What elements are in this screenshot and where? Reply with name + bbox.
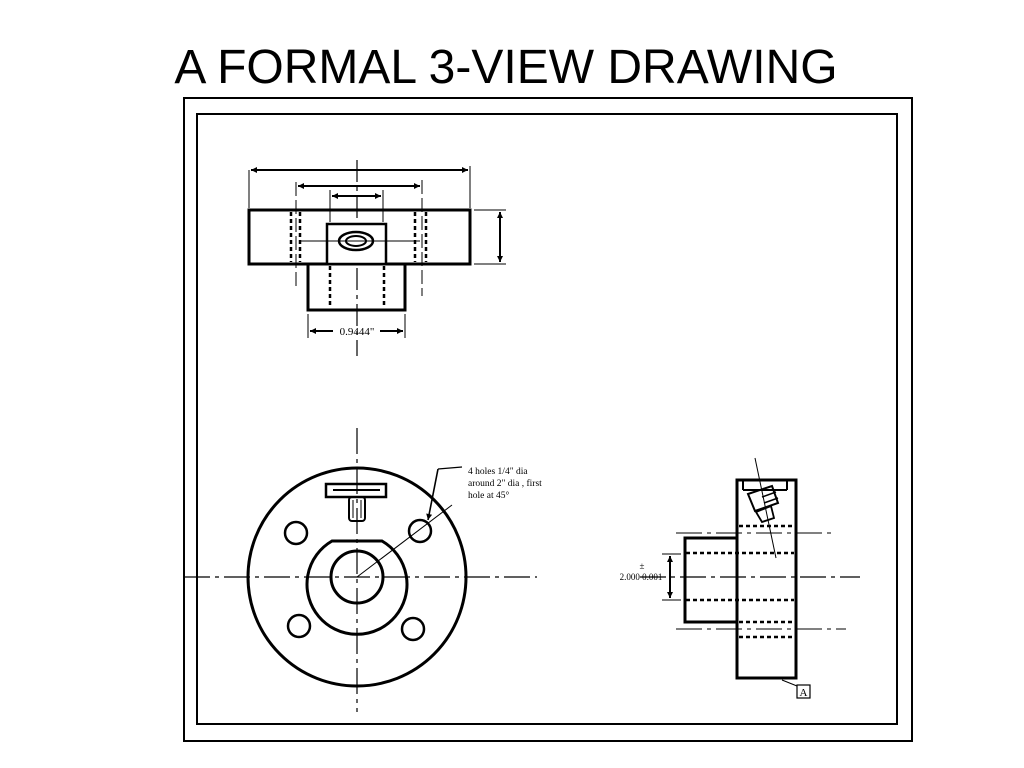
bolt-hole-top-right bbox=[407, 518, 433, 544]
hole-note-arrow bbox=[437, 466, 463, 470]
hole-note-leader bbox=[356, 504, 453, 578]
side-view: ± 2.000 0.001 A bbox=[620, 457, 860, 699]
slide-title: A FORMAL 3-VIEW DRAWING bbox=[174, 41, 838, 94]
hole-note-line-1: 4 holes 1/4" dia bbox=[468, 467, 528, 477]
top-view: 0.9444" bbox=[247, 160, 506, 356]
dim-bore-diameter-label: 2.000 0.001 bbox=[620, 572, 663, 582]
front-view-flange-circle bbox=[246, 466, 468, 688]
side-view-flange bbox=[735, 478, 798, 680]
bolt-hole-top-left bbox=[283, 520, 309, 546]
tolerance-symbol: ± bbox=[640, 561, 645, 571]
top-view-hub bbox=[306, 264, 407, 312]
front-view-bore bbox=[329, 549, 385, 605]
front-view-hub-outline bbox=[305, 539, 409, 636]
bolt-hole-bottom-right bbox=[400, 616, 426, 642]
dim-hub-width-label: 0.9444" bbox=[340, 326, 375, 338]
side-view-setscrew bbox=[746, 484, 780, 513]
section-label: A bbox=[800, 687, 808, 699]
inner-frame bbox=[196, 113, 898, 725]
hole-note-line-3: hole at 45° bbox=[468, 490, 509, 501]
bolt-hole-bottom-left bbox=[286, 613, 312, 639]
hole-note-line-2: around 2" dia , first bbox=[468, 478, 542, 489]
side-view-hub bbox=[683, 536, 737, 624]
front-view: 4 holes 1/4" dia around 2" dia , first h… bbox=[184, 428, 542, 712]
top-view-setscrew-boss bbox=[325, 222, 388, 266]
outer-frame bbox=[183, 97, 913, 742]
front-view-setscrew-shank bbox=[348, 496, 366, 522]
section-label-box bbox=[796, 684, 811, 699]
